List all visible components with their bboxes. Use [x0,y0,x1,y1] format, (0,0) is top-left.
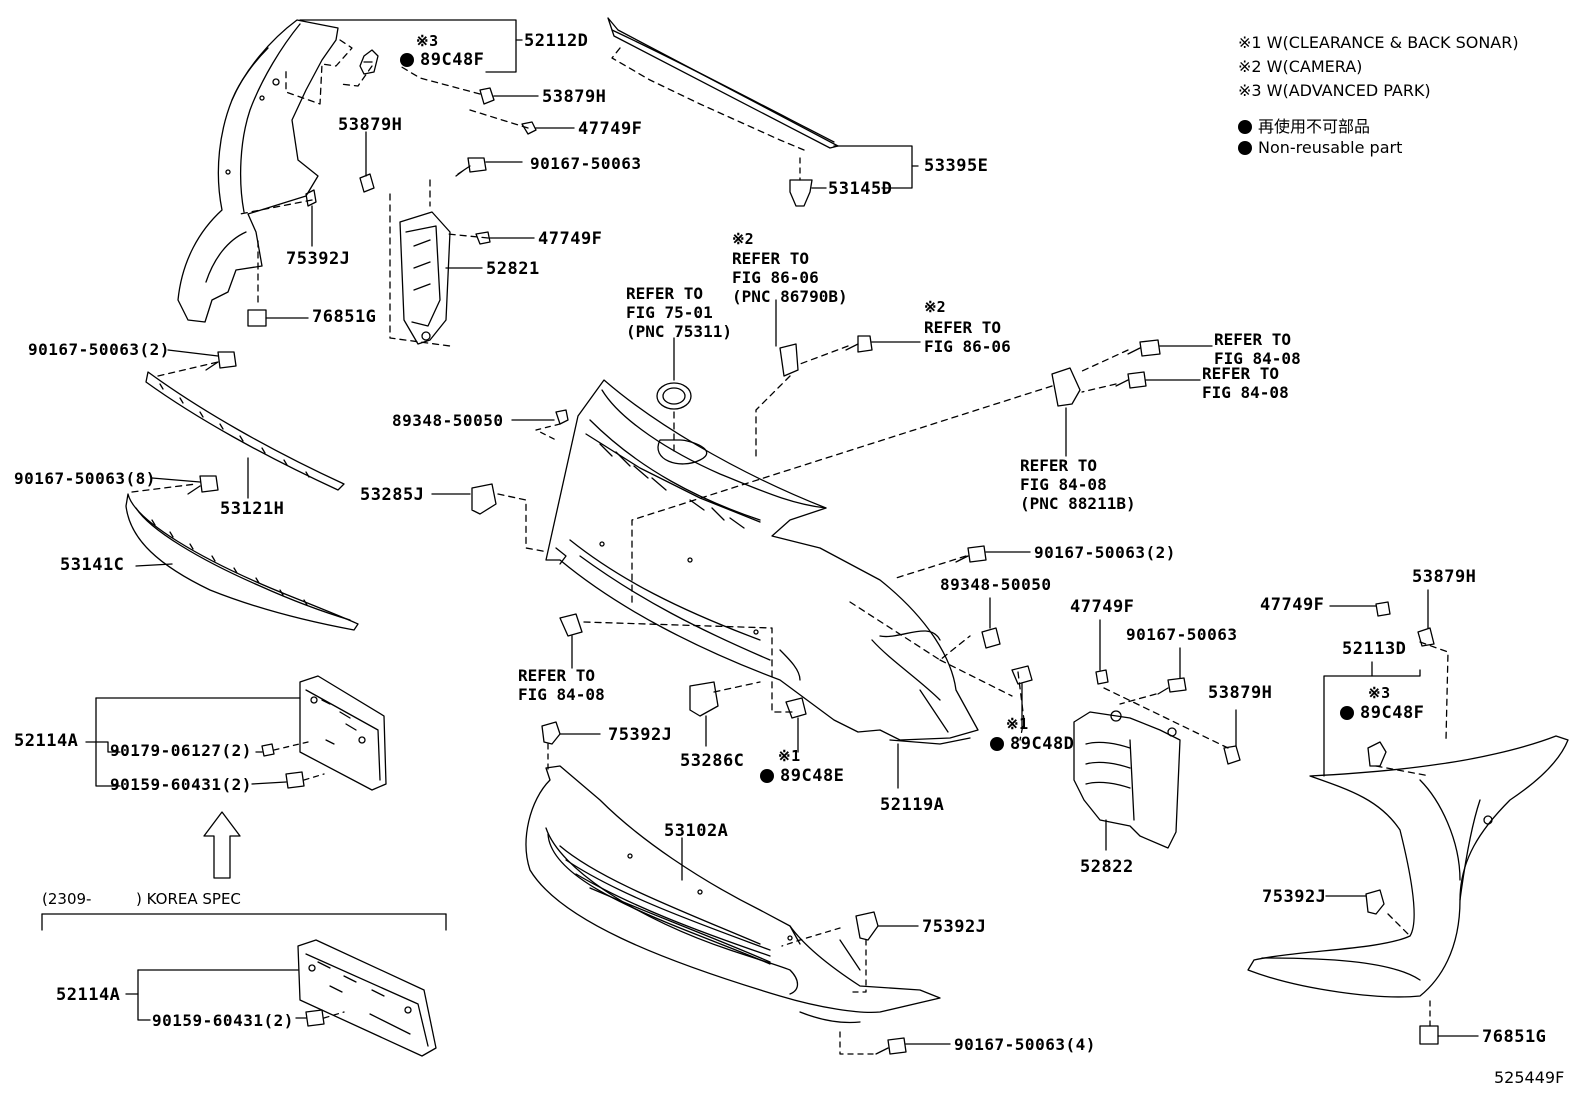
legend-nonreusable-jp-text: 再使用不可部品 [1258,117,1371,136]
refer-fig-86-06-b[interactable]: REFER TO FIG 86-06 [924,318,1011,356]
fender-liner-right [1247,735,1569,998]
emblem [656,382,692,410]
label-47749F-top[interactable]: 47749F [578,119,643,139]
refer-fig-84-08-c[interactable]: REFER TO FIG 84-08 (PNC 88211B) [1020,456,1136,513]
label-53286C[interactable]: 53286C [680,751,745,771]
korea-spec-label: ) KOREA SPEC [136,890,241,908]
label-53879H-far-right[interactable]: 53879H [1412,567,1477,587]
label-47749F-far-right[interactable]: 47749F [1260,595,1325,615]
radiator-support-strip-53395e [607,17,839,149]
label-89C48F-top[interactable]: 89C48F [400,52,484,69]
refer-fig-84-08-a[interactable]: REFER TO FIG 84-08 [1214,330,1301,368]
label-90167-50063-2b[interactable]: 90167-50063(2) [1034,543,1176,562]
label-53141C[interactable]: 53141C [60,555,125,575]
lower-grille-53102a [525,765,941,1024]
molding-53121h [145,371,345,491]
label-52113D[interactable]: 52113D [1342,639,1407,659]
leader-dashes-left-top [239,39,529,347]
korea-spec-date: (2309- [42,890,92,908]
legend-note-2: ※2 W(CAMERA) [1238,57,1363,76]
bumper-cover-52119a [545,379,979,745]
note-3-right: ※3 [1368,684,1391,702]
clip-53145d [789,179,813,207]
up-arrow [203,811,241,879]
label-52822[interactable]: 52822 [1080,857,1134,877]
label-53145D[interactable]: 53145D [828,179,893,199]
label-53879H-right-low[interactable]: 53879H [1208,683,1273,703]
label-53121H[interactable]: 53121H [220,499,285,519]
refer-fig-84-08-d[interactable]: REFER TO FIG 84-08 [518,666,605,704]
license-bracket-top [299,675,387,791]
refer-fig-84-08-b[interactable]: REFER TO FIG 84-08 [1202,364,1289,402]
label-52119A[interactable]: 52119A [880,795,945,815]
label-89C48D[interactable]: 89C48D [990,736,1074,753]
refer-fig-75-01[interactable]: REFER TO FIG 75-01 (PNC 75311) [626,284,732,341]
label-76851G-right[interactable]: 76851G [1482,1027,1547,1047]
label-52114A-top[interactable]: 52114A [14,731,79,751]
label-75392J-low[interactable]: 75392J [922,917,987,937]
label-75392J-left[interactable]: 75392J [286,249,351,269]
fender-liner-left [177,19,339,323]
label-76851G-left[interactable]: 76851G [312,307,377,327]
label-90159-60431-top[interactable]: 90159-60431(2) [110,775,252,794]
legend-nonreusable-jp: 再使用不可部品 [1238,113,1370,137]
nonreusable-dot-icon [1238,141,1252,155]
label-90179-06127[interactable]: 90179-06127(2) [110,741,252,760]
label-90159-60431-bottom[interactable]: 90159-60431(2) [152,1011,294,1030]
label-90167-50063-right[interactable]: 90167-50063 [1126,625,1238,644]
bracket-52822 [1073,710,1181,849]
cap-53286c [689,681,719,717]
refer-note-2b: ※2 [924,298,946,316]
nonreusable-dot-icon [1340,706,1354,720]
label-53879H-top[interactable]: 53879H [542,87,607,107]
label-89348-50050-right[interactable]: 89348-50050 [940,575,1052,594]
label-90167-50063-4[interactable]: 90167-50063(4) [954,1035,1096,1054]
legend-note-1: ※1 W(CLEARANCE & BACK SONAR) [1238,33,1519,52]
nonreusable-dot-icon [400,53,414,67]
legend-nonreusable-en: Non-reusable part [1238,138,1402,157]
nonreusable-dot-icon [760,769,774,783]
label-75392J-mid[interactable]: 75392J [608,725,673,745]
label-89C48F-right[interactable]: 89C48F [1340,705,1424,722]
label-90167-50063-2a[interactable]: 90167-50063(2) [28,340,170,359]
label-53285J[interactable]: 53285J [360,485,425,505]
label-52821[interactable]: 52821 [486,259,540,279]
note-1-a: ※1 [1006,715,1029,733]
nonreusable-dot-icon [990,737,1004,751]
label-90167-50063-top[interactable]: 90167-50063 [530,154,642,173]
label-53395E[interactable]: 53395E [924,156,989,176]
legend-nonreusable-en-text: Non-reusable part [1258,138,1403,157]
label-53102A[interactable]: 53102A [664,821,729,841]
note-1-b: ※1 [778,747,801,765]
screw-90167-top [455,157,523,177]
label-90167-50063-8[interactable]: 90167-50063(8) [14,469,156,488]
clip-47749f-top [521,121,537,135]
figure-id: 525449F [1494,1068,1565,1087]
clip-89c48f-top [359,49,379,75]
cap-53285j [471,483,497,515]
clip-53879h-top [479,87,495,105]
label-89348-50050-left[interactable]: 89348-50050 [392,411,504,430]
legend-note-3: ※3 W(ADVANCED PARK) [1238,81,1431,100]
bracket-52112D [299,19,517,73]
nonreusable-dot-icon [1238,120,1252,134]
label-89C48E[interactable]: 89C48E [760,768,844,785]
label-52114A-bottom[interactable]: 52114A [56,985,121,1005]
label-75392J-right[interactable]: 75392J [1262,887,1327,907]
label-47749F-mid[interactable]: 47749F [538,229,603,249]
license-bracket-bottom [297,939,437,1057]
label-53879H-bracket[interactable]: 53879H [338,115,403,135]
refer-note-2a: ※2 [732,230,754,248]
sonar-bracket [1051,367,1081,407]
note-3-top: ※3 [416,32,439,50]
bracket-52821 [399,211,451,345]
label-47749F-right[interactable]: 47749F [1070,597,1135,617]
label-52112D[interactable]: 52112D [524,31,589,51]
refer-fig-86-06-a[interactable]: REFER TO FIG 86-06 (PNC 86790B) [732,249,848,306]
